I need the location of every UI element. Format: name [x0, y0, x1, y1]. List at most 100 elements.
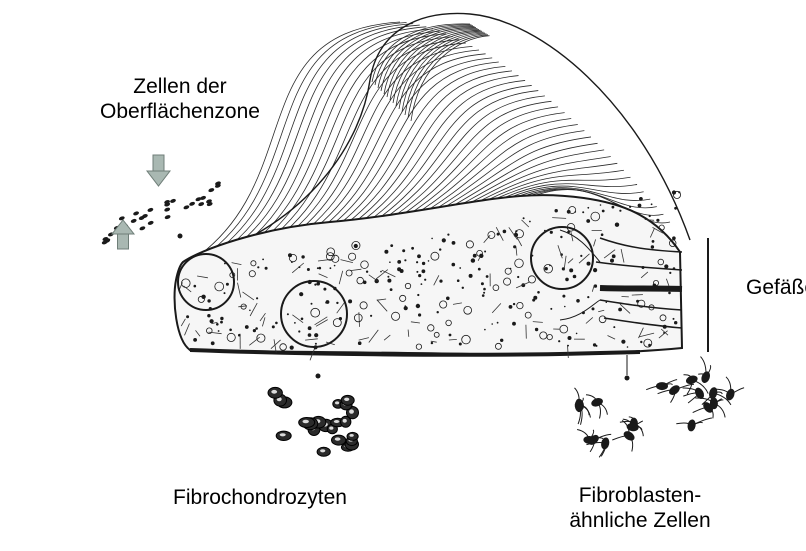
tissue-dot [564, 306, 566, 308]
tissue-dot [256, 297, 258, 299]
tissue-dot [639, 197, 643, 201]
tissue-dot [587, 262, 591, 266]
tissue-dot [416, 261, 418, 263]
surface-cell [198, 201, 205, 206]
tissue-dot [612, 254, 616, 258]
tissue-dot [418, 313, 421, 316]
tissue-dot [652, 240, 655, 243]
fibrochondrocyte-cluster [268, 387, 359, 456]
tissue-dot [193, 338, 197, 342]
meniscus-body-outline [175, 195, 682, 354]
tissue-dot [478, 268, 481, 271]
tissue-dot [301, 318, 304, 321]
tissue-dot [405, 305, 407, 307]
fibrochondrocyte-nucleus [343, 419, 347, 423]
tissue-dot [452, 241, 456, 245]
tissue-dot [417, 254, 421, 258]
surface-cell [133, 211, 140, 216]
tissue-dot [253, 329, 256, 332]
tissue-dot [484, 329, 486, 331]
tissue-dot [523, 217, 525, 219]
tissue-dot [354, 244, 358, 248]
tissue-dot [569, 268, 573, 272]
tissue-dot [417, 294, 419, 296]
tissue-dot [418, 274, 421, 277]
tissue-dot [613, 326, 615, 328]
tissue-dot [619, 210, 621, 212]
tissue-dot [255, 327, 258, 330]
surface-cell [164, 207, 171, 212]
tissue-dot [211, 341, 215, 345]
tissue-dot [290, 346, 294, 350]
tissue-dot [330, 267, 332, 269]
tissue-dot [638, 204, 642, 208]
tissue-dot [308, 326, 312, 330]
crest-fiber [396, 31, 482, 106]
tissue-dot [515, 230, 517, 232]
tissue-dot [218, 330, 220, 332]
fibrochondrocyte-nucleus [320, 449, 325, 452]
tissue-dot [576, 299, 580, 303]
surface-cell [130, 218, 137, 223]
tissue-dot [459, 267, 461, 269]
tissue-dot [473, 254, 477, 258]
tissue-dot [207, 299, 210, 302]
tissue-dot [627, 346, 629, 348]
tissue-dot [484, 251, 486, 253]
tissue-dot [560, 236, 562, 238]
tissue-dot [462, 287, 464, 289]
tissue-dot [275, 322, 278, 325]
tissue-dot [500, 339, 503, 342]
tissue-dot [567, 345, 569, 347]
surface-cell [189, 201, 196, 206]
tissue-dot [674, 321, 677, 324]
tissue-dot [288, 253, 292, 257]
tissue-dot [497, 322, 499, 324]
tissue-dot [602, 210, 605, 213]
tissue-dot [537, 291, 540, 294]
tissue-dot [621, 340, 625, 344]
tissue-dot [457, 279, 460, 282]
fibrochondrocyte-nucleus [280, 433, 286, 436]
tissue-dot [194, 285, 197, 288]
fibrochondrocyte-nucleus [334, 420, 340, 423]
tissue-dot [483, 288, 486, 291]
tissue-dot [262, 259, 264, 261]
tissue-dot [245, 325, 249, 329]
tissue-dot [549, 265, 551, 267]
tissue-dot [314, 284, 316, 286]
tissue-dot [387, 276, 389, 278]
tissue-dot [317, 267, 319, 269]
tissue-dot [416, 304, 420, 308]
label-surface-zone-cells: Zellen der Oberflächenzone [60, 74, 300, 124]
tissue-dot [348, 299, 352, 303]
tissue-dot [431, 342, 433, 344]
tissue-dot [366, 271, 368, 273]
tissue-dot [301, 255, 304, 258]
fibrochondrocyte-nucleus [329, 427, 333, 430]
tissue-dot [422, 262, 425, 265]
label-vessels: Gefäße [746, 275, 806, 300]
surface-cell [164, 214, 171, 219]
tissue-dot [483, 292, 485, 294]
label-fibrochondrocytes: Fibrochondrozyten [140, 485, 380, 510]
tissue-dot [449, 334, 452, 337]
tissue-dot [370, 315, 372, 317]
fibrochondrocyte-nucleus [335, 401, 339, 404]
tissue-dot [601, 233, 604, 236]
fibrochondrocyte-nucleus [349, 409, 354, 413]
label-fibroblast-like-cells: Fibroblasten- ähnliche Zellen [520, 483, 760, 533]
tissue-dot [640, 341, 642, 343]
tissue-dot [481, 282, 484, 285]
tissue-dot [390, 288, 393, 291]
tissue-dot [503, 230, 507, 234]
tissue-dot [558, 340, 560, 342]
tissue-dot [582, 211, 584, 213]
tissue-dot [482, 294, 485, 297]
surface-cell [208, 187, 215, 192]
tissue-dot [226, 283, 229, 286]
tissue-dot [431, 238, 433, 240]
label-fibroblast-line-2: ähnliche Zellen [520, 508, 760, 533]
tissue-dot [384, 250, 388, 254]
tissue-dot [586, 219, 590, 223]
